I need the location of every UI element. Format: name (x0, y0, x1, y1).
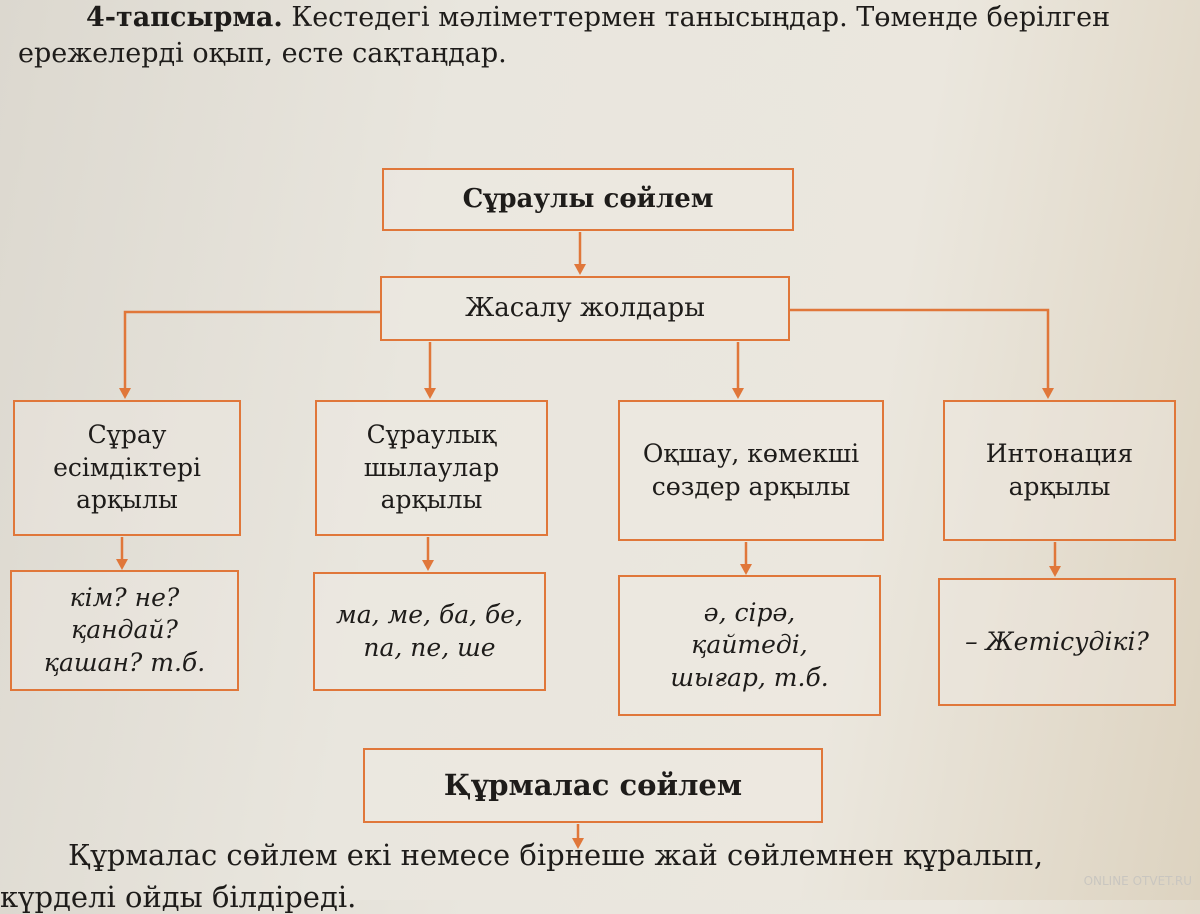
footer-line-1: Құрмалас сөйлем екі немесе бірнеше жай с… (68, 838, 1044, 872)
task-line-2: ережелерді оқып, есте сақтаңдар. (18, 38, 507, 69)
example-box-3: ә, сірә, қайтеді, шығар, т.б. (618, 575, 881, 716)
example-box-4: – Жетісудікі? (938, 578, 1176, 706)
watermark: ONLINE OTVET.RU (1083, 873, 1192, 888)
method-box-2: Сұраулық шылаулар арқылы (315, 400, 548, 536)
methods-title-box: Жасалу жолдары (380, 276, 790, 341)
task-text-1: Кестедегі мәліметтермен танысыңдар. Төме… (291, 2, 1111, 33)
example-box-2: ма, ме, ба, бе, па, пе, ше (313, 572, 546, 691)
method-box-4: Интонация арқылы (943, 400, 1176, 541)
task-line-1: 4-тапсырма. Кестедегі мәліметтермен таны… (86, 2, 1110, 33)
method-box-3: Оқшау, көмекші сөздер арқылы (618, 400, 884, 541)
line-right (790, 308, 1050, 396)
line-left (123, 310, 380, 396)
task-label: 4-тапсырма. (86, 2, 283, 33)
footer-line-2: күрделі ойды білдіреді. (0, 880, 357, 914)
root-box: Сұраулы сөйлем (382, 168, 794, 231)
method-box-1: Сұрау есімдіктері арқылы (13, 400, 241, 536)
example-box-1: кім? не? қандай? қашан? т.б. (10, 570, 239, 691)
next-box: Құрмалас сөйлем (363, 748, 823, 823)
